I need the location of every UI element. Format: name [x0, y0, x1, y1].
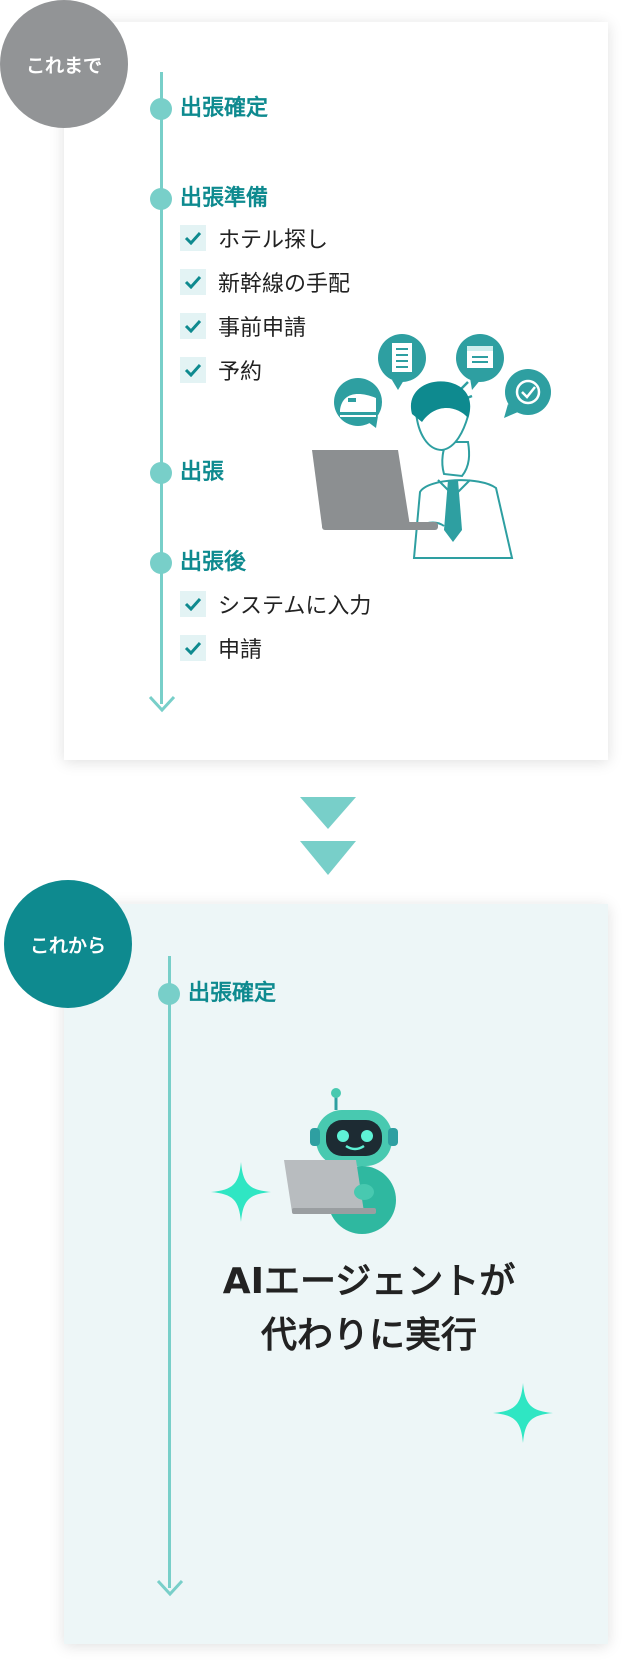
- before-timeline-arrow: [148, 695, 176, 713]
- robot-icon: [284, 1088, 398, 1234]
- headline-line: AIエージェントが: [222, 1261, 516, 1302]
- timeline-dot: [150, 462, 172, 484]
- ai-agent-headline: AIエージェントが 代わりに実行: [164, 1255, 574, 1363]
- checkmark-icon: [504, 369, 551, 418]
- checkmark-icon: [180, 269, 206, 295]
- task-label: 予約: [218, 360, 263, 385]
- step-title: 出張後: [180, 550, 247, 575]
- timeline-dot: [158, 983, 180, 1005]
- task-item: 予約: [180, 356, 263, 385]
- task-label: 事前申請: [218, 316, 307, 341]
- task-item: 新幹線の手配: [180, 268, 351, 297]
- task-item: システムに入力: [180, 590, 372, 619]
- after-timeline-line: [168, 956, 171, 1588]
- timeline-dot: [150, 98, 172, 120]
- timeline-dot: [150, 552, 172, 574]
- task-label: 新幹線の手配: [218, 272, 351, 297]
- after-label: これから: [4, 880, 132, 1008]
- before-label: これまで: [0, 0, 128, 128]
- task-label: ホテル探し: [218, 228, 329, 253]
- checkmark-icon: [180, 591, 206, 617]
- worker-figure: [410, 381, 514, 559]
- calendar-icon: [456, 334, 504, 390]
- laptop-icon: [312, 450, 438, 530]
- step-title: 出張確定: [180, 96, 269, 121]
- after-panel: [64, 904, 608, 1644]
- after-timeline-arrow: [156, 1579, 184, 1597]
- checkmark-icon: [180, 225, 206, 251]
- building-icon: [378, 334, 426, 390]
- before-timeline-line: [160, 72, 163, 704]
- task-item: ホテル探し: [180, 224, 329, 253]
- checkmark-icon: [180, 635, 206, 661]
- step-title: 出張: [180, 460, 225, 485]
- headline-line: 代わりに実行: [260, 1315, 477, 1356]
- task-label: システムに入力: [218, 594, 372, 619]
- transition-arrows-icon: [300, 797, 356, 875]
- step-title: 出張確定: [188, 981, 277, 1006]
- task-label: 申請: [218, 638, 263, 663]
- task-item: 申請: [180, 634, 263, 663]
- busy-worker-illustration: [312, 334, 551, 559]
- step-title: 出張準備: [180, 186, 269, 211]
- checkmark-icon: [180, 357, 206, 383]
- sparkle-icon: [493, 1383, 553, 1443]
- timeline-dot: [150, 188, 172, 210]
- sparkle-icon: [211, 1162, 271, 1222]
- task-item: 事前申請: [180, 312, 307, 341]
- checkmark-icon: [180, 313, 206, 339]
- train-icon: [334, 378, 382, 428]
